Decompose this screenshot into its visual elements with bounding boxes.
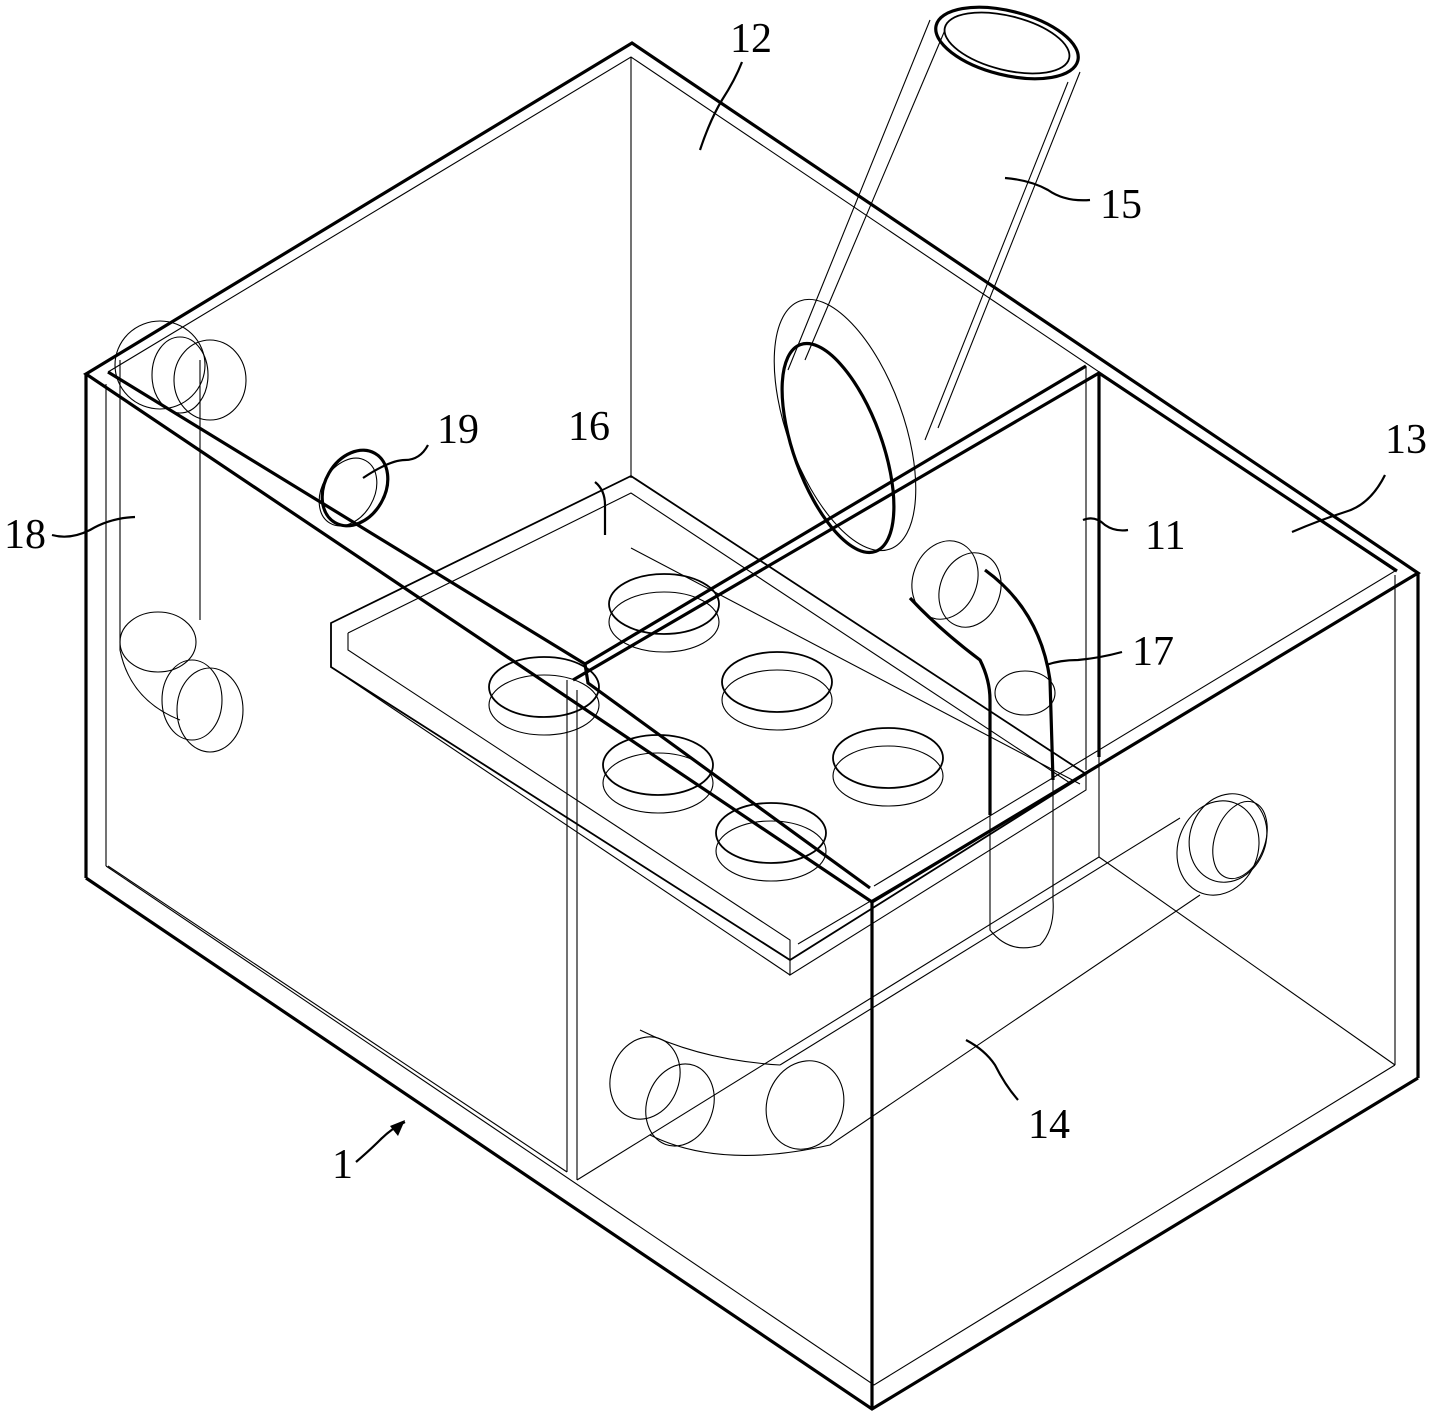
port-19 [318, 448, 390, 528]
label-15: 15 [1100, 182, 1142, 228]
label-1: 1 [332, 1142, 353, 1188]
label-13: 13 [1385, 417, 1427, 463]
label-18: 18 [4, 512, 46, 558]
plate-holes [488, 573, 944, 882]
perforated-plate [330, 474, 1088, 976]
leader-lines [51, 61, 1386, 1163]
label-16: 16 [568, 404, 610, 450]
label-11: 11 [1145, 513, 1185, 559]
label-19: 19 [437, 407, 479, 453]
partition-plates [107, 364, 1398, 1181]
bottom-elbow-pipe [609, 793, 1268, 1156]
reference-numerals: 12 15 13 11 17 19 16 18 14 1 [4, 16, 1427, 1188]
inlet-pipe [773, 5, 1081, 555]
outer-box [83, 41, 1421, 1411]
label-17: 17 [1132, 629, 1174, 675]
label-14: 14 [1028, 1102, 1070, 1148]
elbow-pipe-17 [908, 540, 1056, 949]
left-elbow-pipe [114, 320, 247, 753]
label-12: 12 [730, 16, 772, 62]
